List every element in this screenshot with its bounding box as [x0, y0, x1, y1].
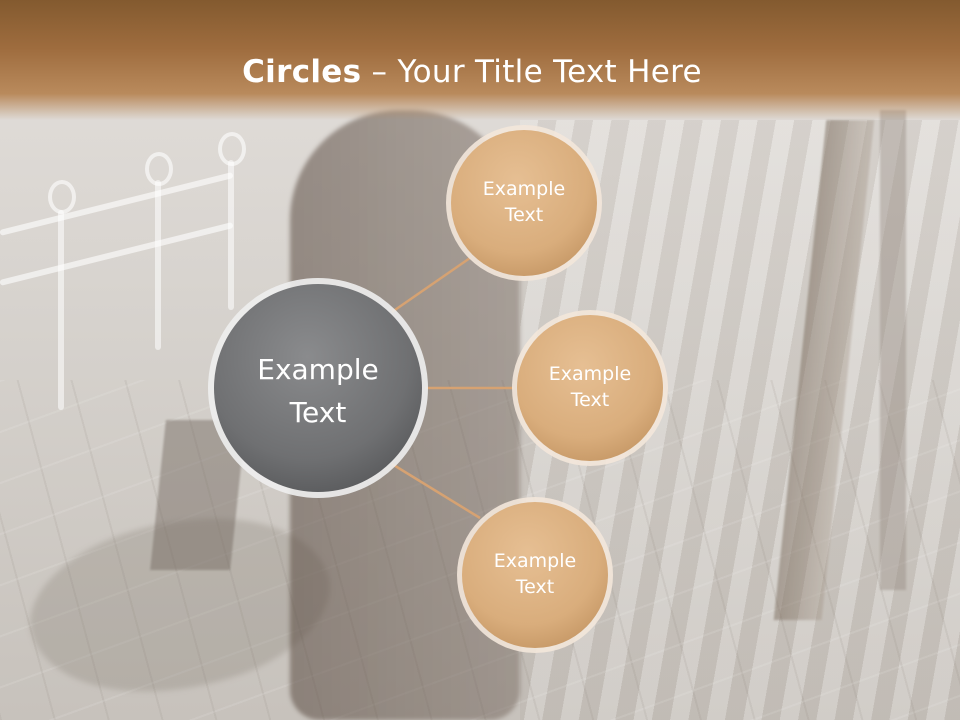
satellite-label-3-line2: Text — [515, 575, 555, 598]
title-bar — [0, 0, 960, 120]
connector-3 — [391, 462, 481, 520]
center-label: Example Text — [212, 348, 424, 435]
center-label-line1: Example — [257, 353, 379, 386]
satellite-label-3-line1: Example — [493, 550, 577, 572]
satellite-label-3: Example Text — [460, 549, 610, 600]
center-label-line2: Text — [289, 396, 347, 430]
center-circle-fill — [214, 284, 422, 492]
satellite-label-2: Example Text — [515, 362, 665, 413]
railing — [0, 132, 246, 410]
satellite-label-1-line1: Example — [482, 178, 566, 200]
satellite-circle-2 — [517, 315, 663, 461]
connector-1 — [391, 256, 471, 314]
satellite-circle-3 — [462, 502, 608, 648]
lamp-post — [880, 110, 906, 590]
satellite-label-1: Example Text — [449, 177, 599, 228]
slide-title: Circles – Your Title Text Here — [0, 54, 944, 90]
satellite-circle-1 — [451, 130, 597, 276]
title-separator: – — [361, 54, 398, 90]
title-bold: Circles — [242, 54, 362, 90]
satellite-label-2-line2: Text — [570, 388, 610, 411]
title-rest: Your Title Text Here — [397, 54, 702, 90]
satellite-label-2-line1: Example — [548, 363, 632, 385]
satellite-label-1-line2: Text — [504, 203, 544, 226]
